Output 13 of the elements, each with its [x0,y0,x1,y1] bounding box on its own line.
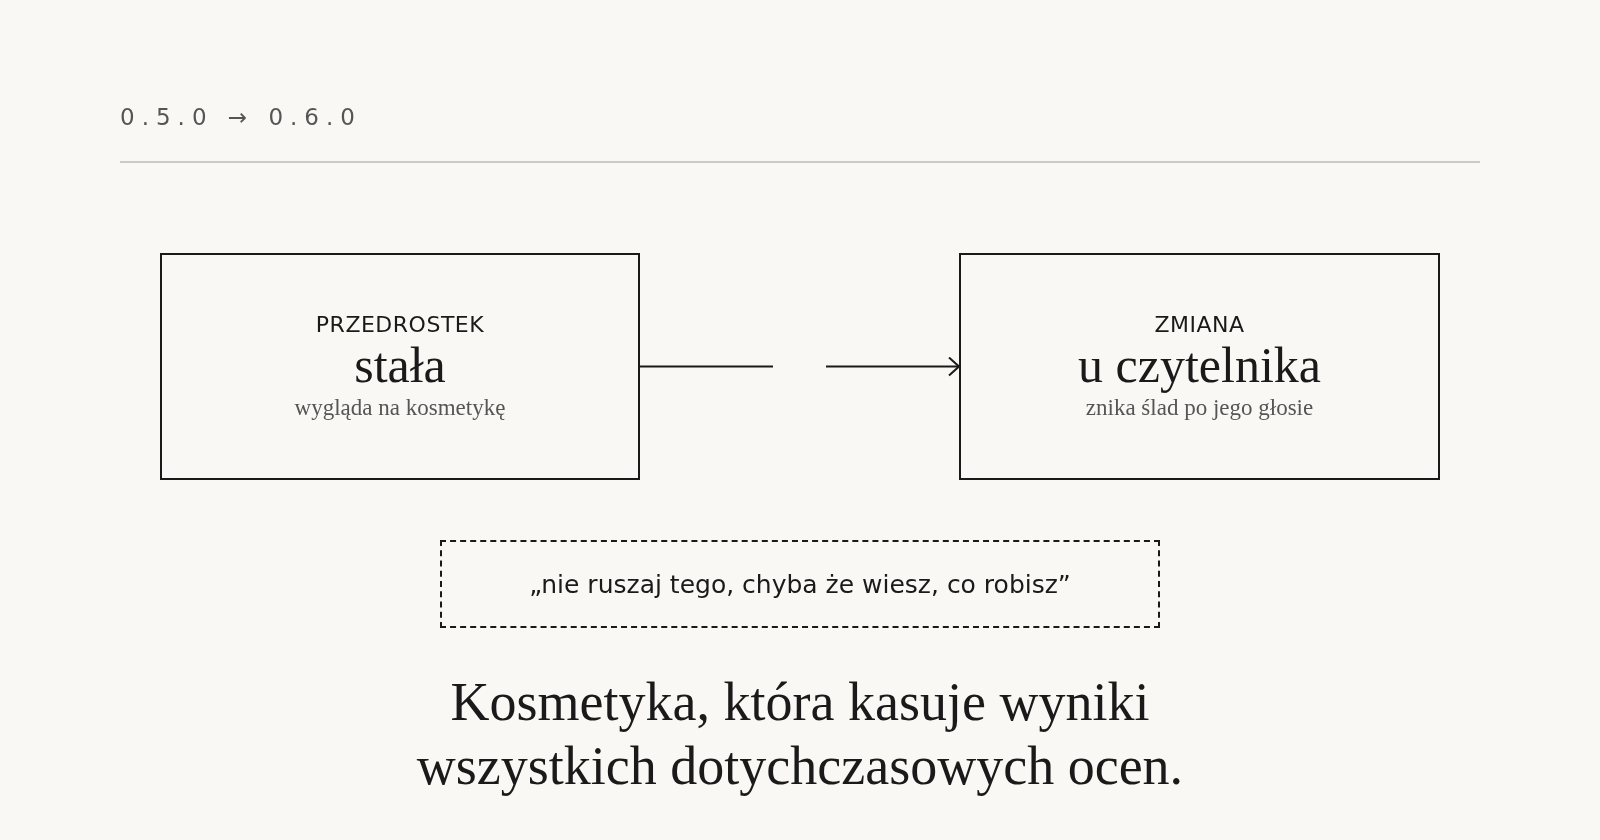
quote-box [440,540,1160,628]
arrow [639,356,960,377]
heading: 0.5.0 → 0.6.0 [120,104,362,130]
stage-title: stała [354,337,446,395]
stage-note: znika ślad po jego głosie [1085,394,1314,421]
stage-note: wygląda na kosmetykę [294,394,506,421]
stage-title: u czytelnika [1078,337,1321,395]
caption-text: Kosmetyka, która kasuje wyniki wszystkich dotychczasowych ocen. [415,671,1185,798]
stage-box [959,253,1440,480]
stage-box [160,253,640,480]
quote-text: „nie ruszaj tego, chyba że wiesz, co robisz” [529,569,1071,599]
stage-label: PRZEDROSTEK [315,312,485,338]
stage-label: ZMIANA [1154,312,1245,338]
